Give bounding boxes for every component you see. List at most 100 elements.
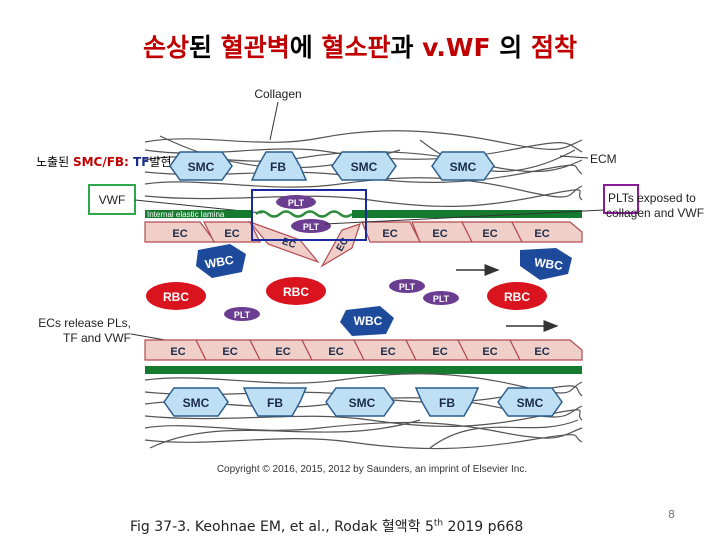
rbc-label: RBC [283, 285, 309, 299]
smc-cell [169, 151, 233, 181]
ec-label: EC [170, 346, 185, 358]
plt-label: PLT [303, 222, 320, 232]
ecm-pointer [559, 155, 589, 159]
vwf-label: VWF [99, 193, 126, 207]
ec-label: EC [275, 346, 290, 358]
internal-elastic-lamina-right [352, 210, 582, 218]
title-part: 과 [390, 33, 423, 62]
plt-label: PLT [234, 310, 251, 320]
smc-label: SMC [183, 396, 210, 410]
smc-label: SMC [188, 160, 215, 174]
vwf-fiber [255, 210, 353, 218]
plts-pointer [324, 209, 605, 225]
exposed-label-part: SMC/FB: [72, 155, 134, 169]
wbc-label: WBC [204, 253, 235, 272]
title-part: 손상 [142, 33, 189, 62]
lower-collagen-fibers [144, 373, 583, 450]
title-part: v.WF [422, 33, 491, 62]
plts-exposed-label-line1: PLTs exposed to [608, 191, 696, 205]
plts-highlight-box [603, 184, 639, 214]
rbc-label: RBC [504, 290, 530, 304]
lumen-cells: WBC WBC RBC RBC RBC PLT PLT PLT WBC [146, 244, 572, 336]
lower-endothelium: EC EC EC EC EC EC EC EC [144, 339, 583, 361]
wbc-label: WBC [533, 255, 564, 273]
title-part: 혈관벽 [220, 33, 290, 62]
title-part: 점착 [531, 33, 578, 62]
page-number: 8 [668, 508, 675, 521]
adhesion-highlight-box [251, 189, 367, 241]
ec-label: EC [380, 346, 395, 358]
wbc-cell [196, 244, 246, 278]
ec-cell [509, 339, 583, 361]
platelet [423, 291, 459, 305]
ec-label: EC [328, 346, 343, 358]
fb-label: FB [267, 396, 283, 410]
platelet [389, 279, 425, 293]
plt-label: PLT [433, 294, 450, 304]
exposed-tf-label: 노출된 SMC/FB: TF발현 [36, 153, 172, 170]
smc-cell [431, 151, 495, 181]
ec-label: EC [382, 228, 397, 240]
plts-exposed-label-line2: collagen and VWF [606, 206, 704, 220]
smc-cell [325, 387, 395, 417]
detached-ec-cell [320, 223, 361, 268]
ec-cell [511, 221, 583, 243]
internal-elastic-lamina-lower [145, 366, 582, 374]
smc-label: SMC [349, 396, 376, 410]
title-part: 에 [289, 33, 322, 62]
rbc-cell [146, 282, 206, 310]
ec-label: EC [172, 228, 187, 240]
wbc-label: WBC [354, 314, 383, 328]
detached-ec-cell [248, 220, 320, 264]
exposed-label-part: 노출된 [36, 155, 73, 169]
rbc-cell [487, 282, 547, 310]
upper-cell-row: SMC FB SMC SMC [169, 151, 495, 181]
exposed-label-part: 발현 [149, 155, 172, 169]
platelet [291, 219, 331, 233]
lower-cell-row: SMC FB SMC FB SMC [163, 387, 563, 417]
caption-text: Fig 37-3. Keohnae EM, et al., Rodak 혈액학 … [130, 519, 434, 535]
ec-label: EC [224, 228, 239, 240]
title-part: 된 [188, 33, 221, 62]
wbc-cell [520, 248, 572, 280]
internal-elastic-lamina-left [145, 210, 253, 218]
caption-text: 2019 p668 [443, 519, 524, 535]
ec-release-label-line1: ECs release PLs, [38, 316, 131, 330]
iel-label: Internal elastic lamina [147, 210, 225, 219]
ec-label: EC [482, 346, 497, 358]
upper-endothelium: EC EC EC EC EC EC EC EC [144, 220, 583, 268]
ec-label: EC [432, 346, 447, 358]
fb-cell [414, 387, 480, 417]
smc-cell [163, 387, 229, 417]
platelet [276, 195, 316, 209]
ec-release-label-line2: TF and VWF [63, 331, 131, 345]
fb-cell [250, 151, 308, 181]
collagen-label: Collagen [254, 87, 301, 101]
collagen-pointer [269, 101, 279, 141]
rbc-cell [266, 277, 326, 305]
ec-label: EC [534, 228, 549, 240]
ec-label: EC [432, 228, 447, 240]
figure-caption: Fig 37-3. Keohnae EM, et al., Rodak 혈액학 … [130, 516, 523, 536]
copyright-text: Copyright © 2016, 2015, 2012 by Saunders… [217, 464, 527, 475]
plt-label: PLT [288, 198, 305, 208]
title-part: 혈소판 [321, 33, 391, 62]
fb-label: FB [439, 396, 455, 410]
smc-label: SMC [450, 160, 477, 174]
platelet [224, 307, 260, 321]
ec-label: EC [482, 228, 497, 240]
smc-label: SMC [517, 396, 544, 410]
ec-label: EC [222, 346, 237, 358]
smc-label: SMC [351, 160, 378, 174]
ecm-label: ECM [590, 152, 617, 166]
ec-label: EC [534, 346, 549, 358]
exposed-label-part: TF [133, 155, 150, 169]
fb-cell [242, 387, 308, 417]
plt-label: PLT [399, 282, 416, 292]
smc-cell [497, 387, 563, 417]
caption-superscript: th [433, 518, 444, 529]
rbc-label: RBC [163, 290, 189, 304]
wbc-cell [340, 306, 394, 336]
fb-label: FB [270, 160, 286, 174]
